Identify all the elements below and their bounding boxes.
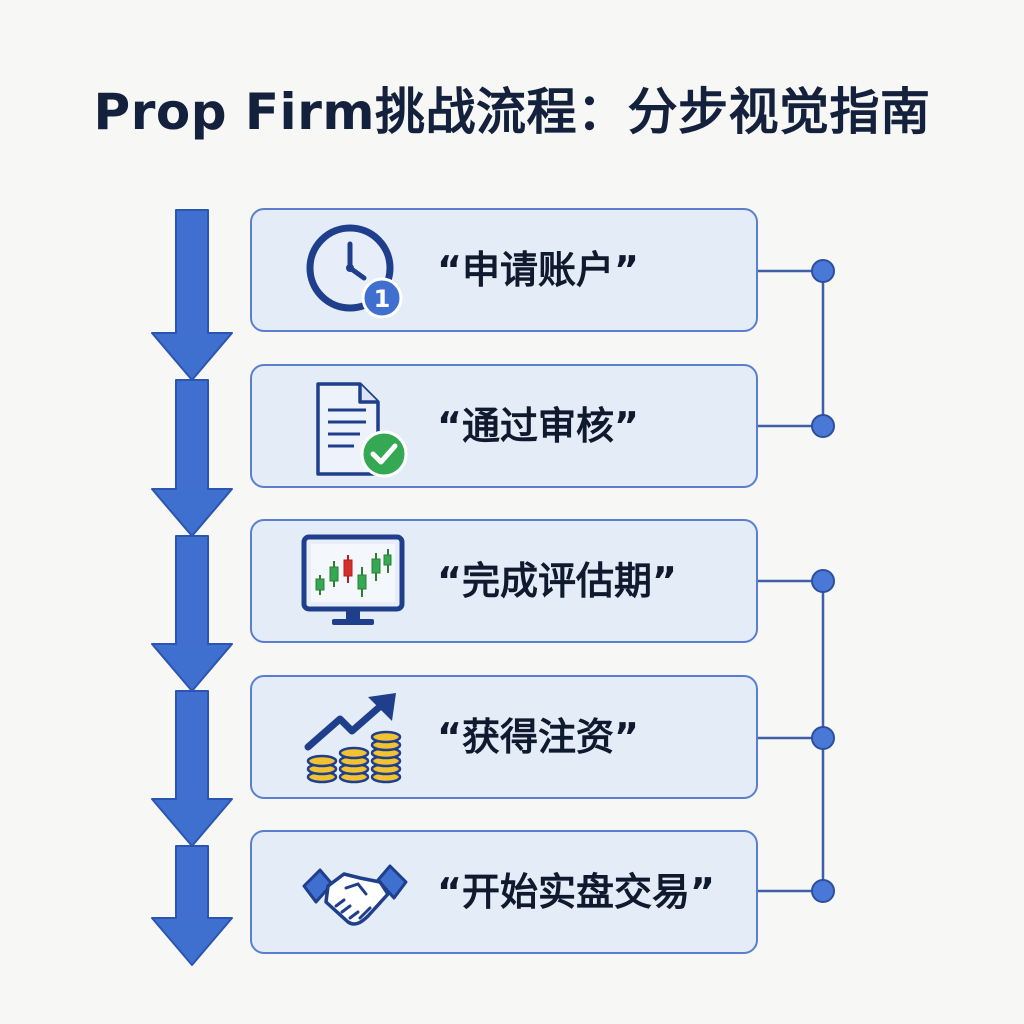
step-number-badge: 1 (374, 285, 391, 313)
page-title: Prop Firm挑战流程：分步视觉指南 (93, 83, 931, 141)
connector-dot-2 (811, 414, 835, 438)
handshake-icon (300, 844, 410, 944)
connector-dot-1 (811, 259, 835, 283)
clock-icon: 1 (300, 222, 410, 322)
step-card-start-live-trading: “开始实盘交易” (250, 830, 758, 954)
connector-dot-3 (811, 569, 835, 593)
down-arrow-5 (151, 845, 233, 966)
down-arrow-2 (151, 379, 233, 537)
step-card-get-funded: “获得注资” (250, 675, 758, 799)
document-check-icon (300, 378, 410, 478)
down-arrow-chain (151, 209, 233, 966)
step-label-get-funded: “获得注资” (437, 715, 639, 759)
down-arrow-4 (151, 690, 233, 847)
step-label-start-live-trading: “开始实盘交易” (437, 870, 715, 914)
step-label-pass-review: “通过审核” (437, 404, 639, 448)
connector-dot-4 (811, 726, 835, 750)
step-card-complete-evaluation: “完成评估期” (250, 519, 758, 643)
down-arrow-1 (151, 209, 233, 381)
step-card-apply-account: 1 “申请账户” (250, 208, 758, 332)
step-label-complete-evaluation: “完成评估期” (437, 559, 677, 603)
connector-dot-5 (811, 879, 835, 903)
candlestick-monitor-icon (300, 533, 410, 633)
down-arrow-3 (151, 535, 233, 692)
connector-dots (811, 259, 835, 903)
growth-coins-icon (300, 689, 410, 789)
step-card-pass-review: “通过审核” (250, 364, 758, 488)
step-label-apply-account: “申请账户” (437, 248, 639, 292)
